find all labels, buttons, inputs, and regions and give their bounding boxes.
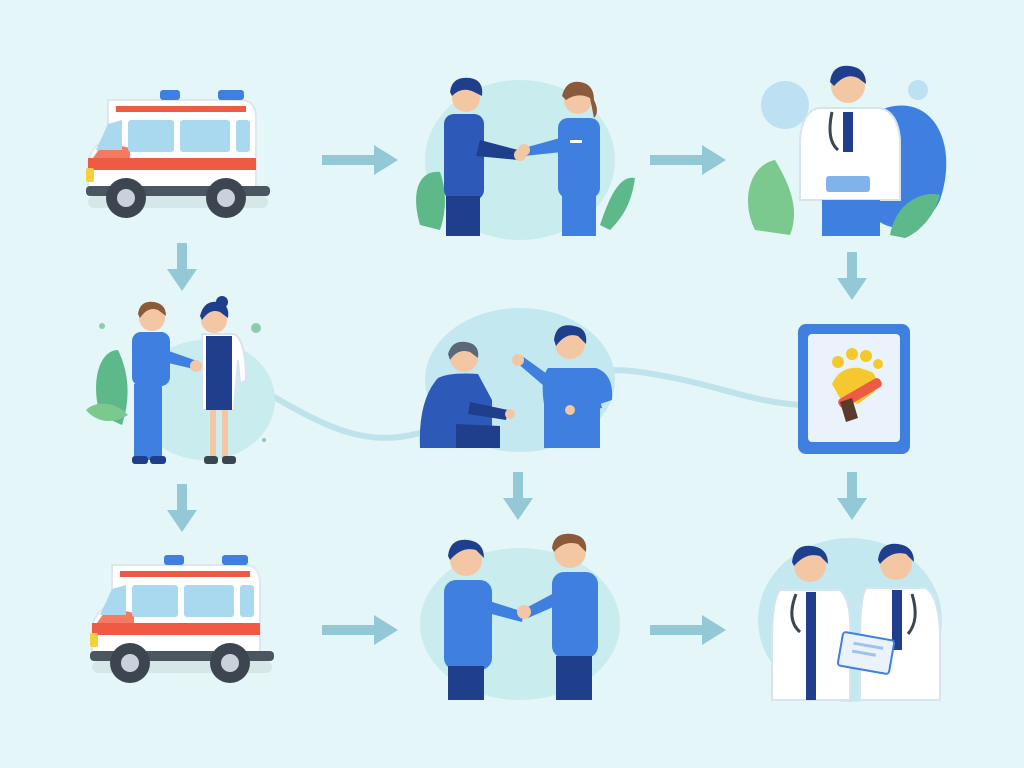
doctors-review-node: [758, 538, 942, 702]
doctor-clipboard-icon: [747, 65, 947, 238]
handshake-icon: [86, 296, 275, 464]
doctor-assessment-node: [747, 65, 947, 238]
ambulance-icon: [85, 89, 271, 219]
ambulance-departure-node: [89, 554, 275, 684]
arrow-right: [650, 615, 726, 645]
patient-nurse-consult-node: [419, 308, 615, 452]
patient-care-icon: [419, 308, 615, 452]
ambulance-icon: [89, 554, 275, 684]
arrow-down: [837, 472, 867, 520]
arrow-down: [167, 484, 197, 532]
ambulance-arrival-node: [85, 89, 271, 219]
handshake-icon: [420, 533, 620, 700]
paramedic-nurse-briefing-node: [86, 296, 275, 464]
doctors-clipboard-icon: [758, 538, 942, 702]
arrow-down: [837, 252, 867, 300]
hand-bandage-icon: [798, 324, 910, 454]
arrow-down: [503, 472, 533, 520]
treatment-card-node: [798, 324, 910, 454]
paramedic-nurse-handover-node: [416, 77, 635, 240]
handover-icon: [416, 77, 635, 240]
arrow-right: [322, 145, 398, 175]
arrow-down: [167, 243, 197, 291]
staff-handshake-node: [420, 533, 620, 700]
arrow-right: [650, 145, 726, 175]
arrow-right: [322, 615, 398, 645]
